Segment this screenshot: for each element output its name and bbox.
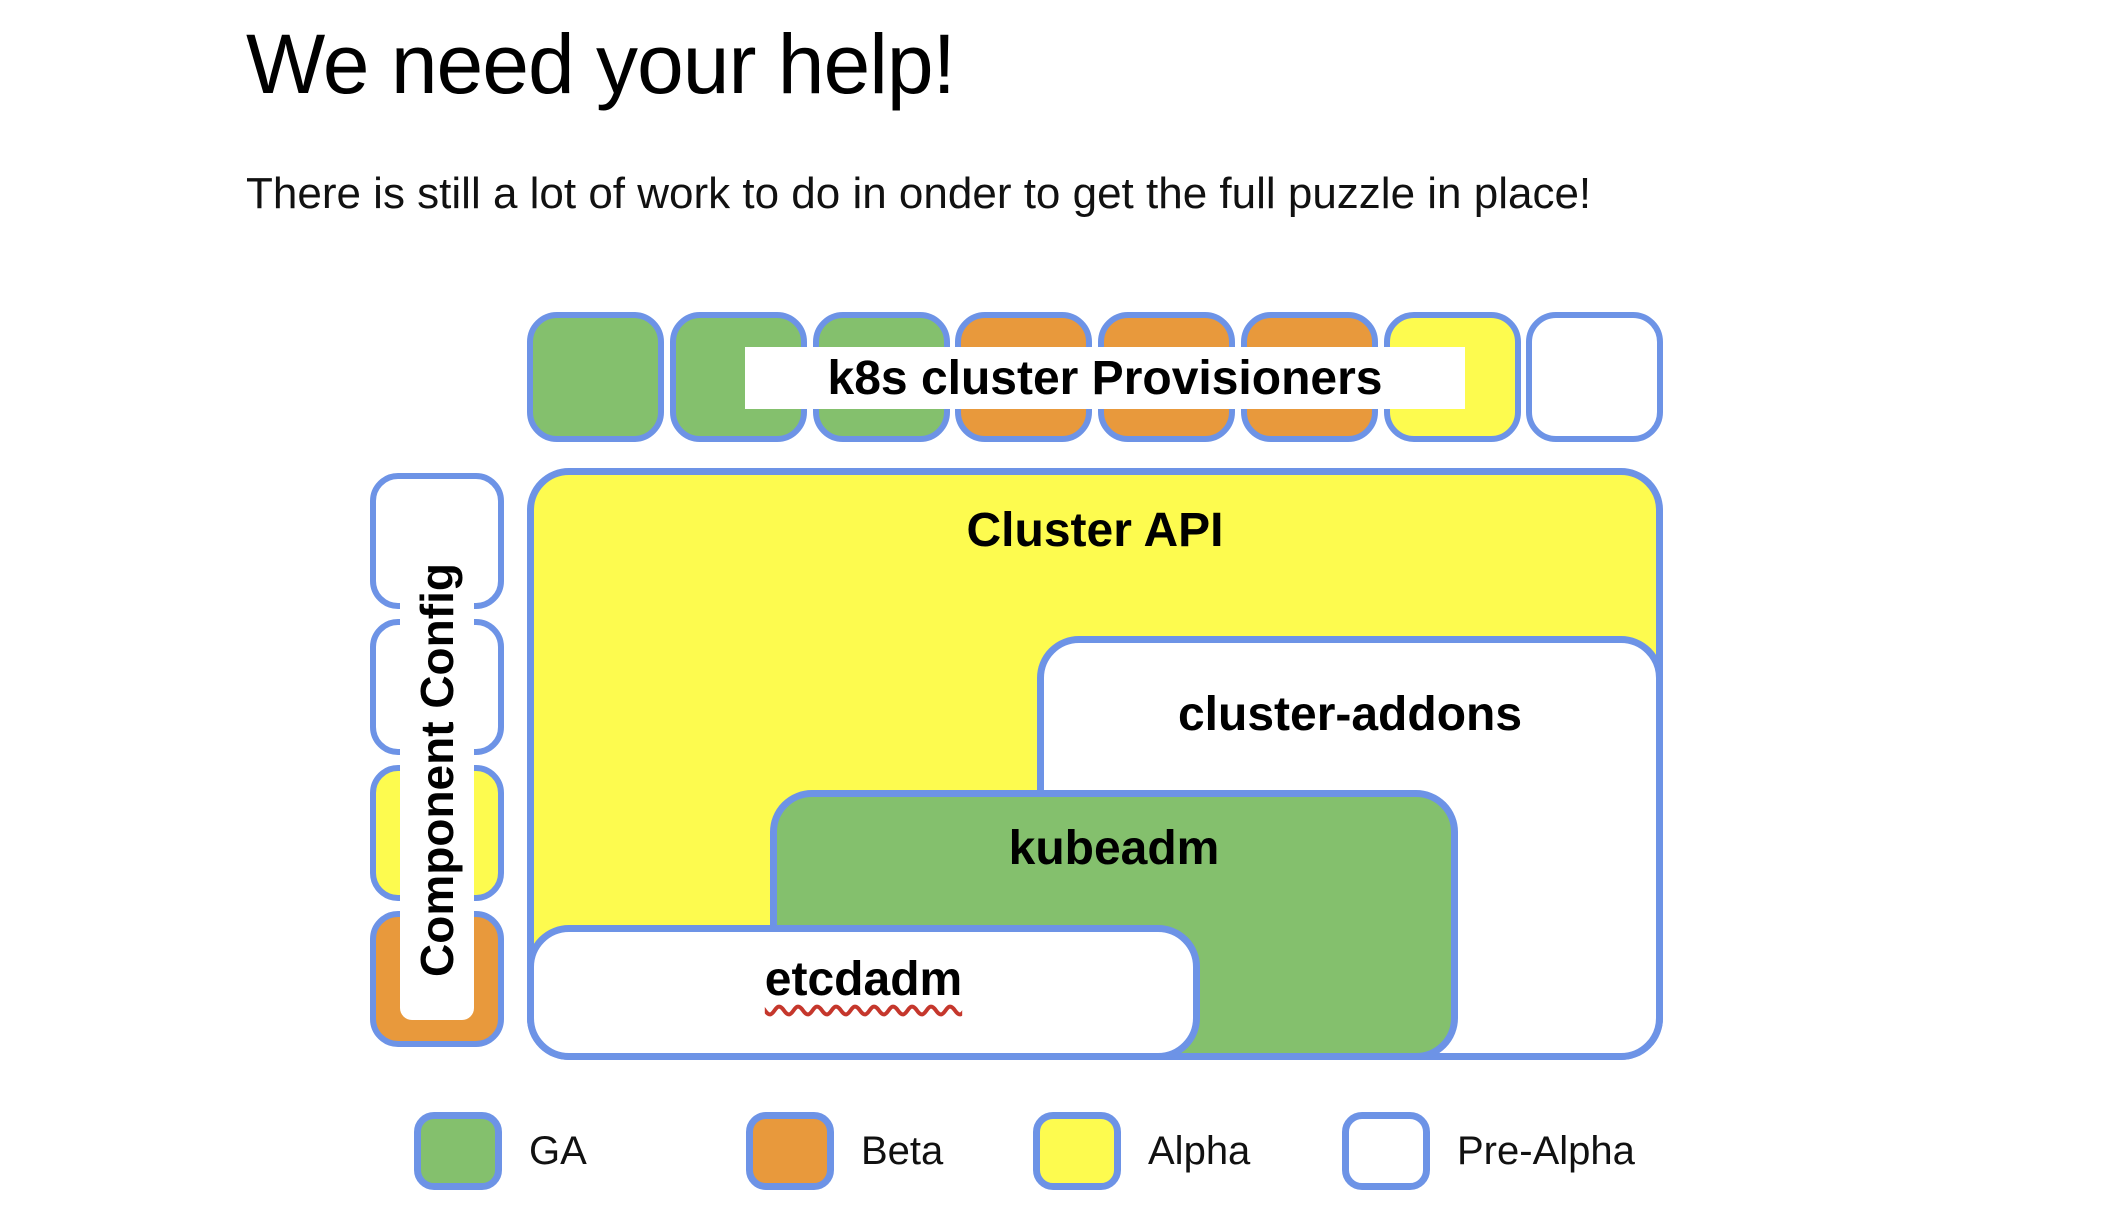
legend-label-ga: GA [529, 1128, 587, 1173]
kubeadm-label: kubeadm [1008, 822, 1220, 875]
cluster-api-label: Cluster API [966, 504, 1224, 557]
legend-item-pre-alpha: Pre-Alpha [1342, 1112, 1635, 1190]
etcdadm-label: etcdadm [534, 932, 1193, 1007]
provisioner-square-8 [1526, 312, 1663, 442]
component-config-label: Component Config [400, 520, 474, 1020]
provisioner-square-1 [527, 312, 664, 442]
component-config-label-text: Component Config [411, 563, 464, 977]
provisioners-label: k8s cluster Provisioners [745, 347, 1465, 409]
legend-item-ga: GA [414, 1112, 587, 1190]
legend-swatch-pre-alpha [1342, 1112, 1430, 1190]
slide-subtitle: There is still a lot of work to do in on… [246, 169, 1592, 218]
legend-swatch-ga [414, 1112, 502, 1190]
legend-swatch-beta [746, 1112, 834, 1190]
legend-label-beta: Beta [861, 1128, 944, 1173]
legend-label-pre-alpha: Pre-Alpha [1457, 1128, 1635, 1173]
legend-item-beta: Beta [746, 1112, 943, 1190]
etcdadm-label-text: etcdadm [764, 953, 963, 1006]
etcdadm-box: etcdadm [527, 925, 1200, 1060]
legend-item-alpha: Alpha [1033, 1112, 1250, 1190]
legend-swatch-alpha [1033, 1112, 1121, 1190]
legend-label-alpha: Alpha [1148, 1128, 1251, 1173]
cluster-addons-label: cluster-addons [1177, 688, 1523, 741]
slide-title: We need your help! [246, 17, 956, 111]
